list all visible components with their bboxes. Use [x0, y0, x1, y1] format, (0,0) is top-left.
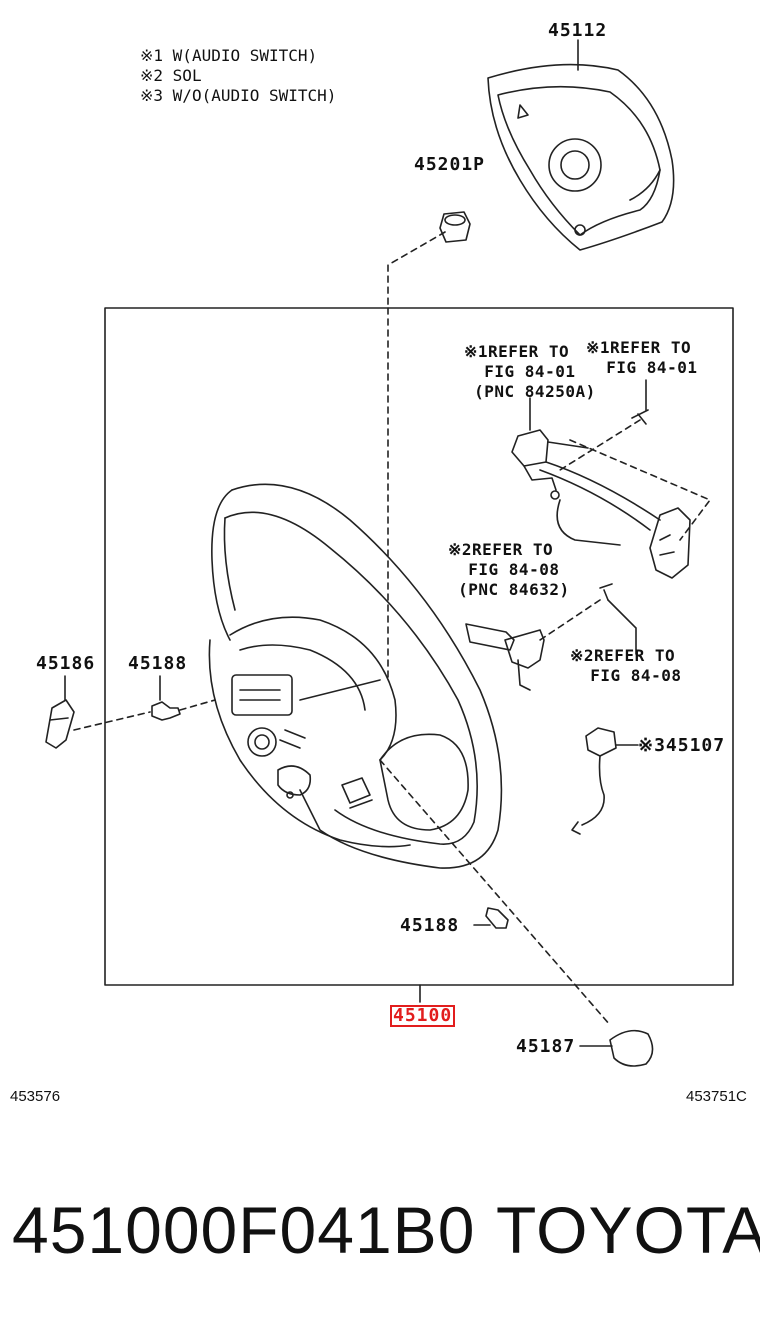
figure-code-right: 453751C: [686, 1088, 747, 1105]
note-3: ※3 W/O(AUDIO SWITCH): [140, 86, 337, 105]
steering-wheel-drawing: [208, 483, 503, 869]
part-number-title: 451000F041B0: [12, 1193, 476, 1267]
part-label-left-screw[interactable]: 45188: [128, 653, 188, 674]
left-cover-drawing: [45, 699, 75, 749]
part-label-airbag[interactable]: 45112: [548, 20, 608, 41]
note-1: ※1 W(AUDIO SWITCH): [140, 46, 318, 65]
bottom-cover-drawing: [609, 1029, 654, 1067]
note-2: ※2 SOL: [140, 66, 202, 85]
refer-to-fig-84-08: ※2REFER TO FIG 84-08: [570, 646, 682, 685]
nut-drawing: [439, 211, 471, 243]
part-label-bottom-screw[interactable]: 45188: [400, 915, 460, 936]
audio-switch-drawing: [511, 409, 691, 579]
brand-title: TOYOTA: [496, 1193, 760, 1267]
bottom-screw-drawing: [485, 907, 509, 929]
part-label-bottom-cover[interactable]: 45187: [516, 1036, 576, 1057]
wire-harness-drawing: [571, 727, 617, 835]
airbag-pad-drawing: [487, 39, 675, 251]
figure-code-left: 453576: [10, 1088, 61, 1105]
part-label-nut[interactable]: 45201P: [414, 154, 486, 175]
refer-to-fig-84-01-pnc: ※1REFER TO FIG 84-01 (PNC 84250A): [464, 342, 596, 401]
part-label-left-cover[interactable]: 45186: [36, 653, 96, 674]
left-screw-drawing: [151, 675, 181, 721]
part-label-assembly-highlighted[interactable]: 45100: [390, 1005, 456, 1027]
assembly-frame: [104, 307, 734, 986]
part-label-wire[interactable]: ※345107: [638, 735, 726, 756]
refer-to-fig-84-01: ※1REFER TO FIG 84-01: [586, 338, 698, 377]
cruise-switch-drawing: [465, 583, 613, 691]
refer-to-fig-84-08-pnc: ※2REFER TO FIG 84-08 (PNC 84632): [448, 540, 570, 599]
